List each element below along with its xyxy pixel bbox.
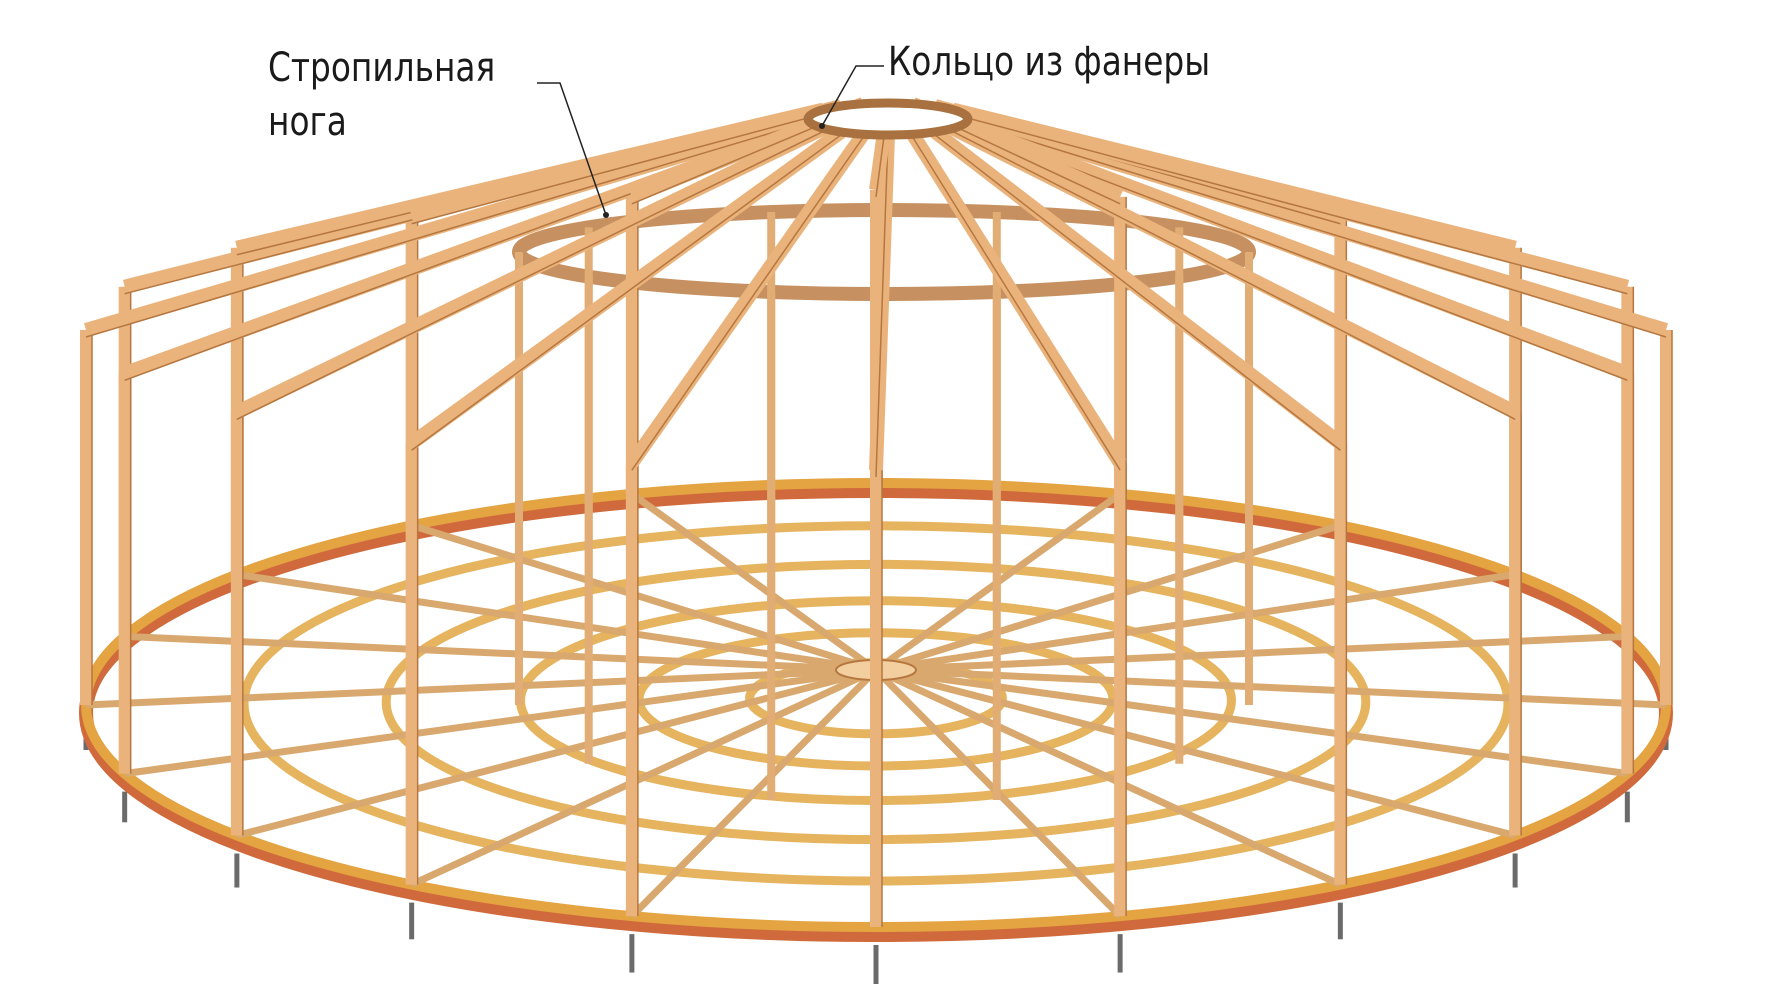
rafter-edge (411, 108, 842, 225)
floor-joist (124, 666, 877, 778)
floor-joist (875, 571, 1516, 674)
rafter-edge (952, 130, 1516, 420)
rafter (409, 99, 843, 224)
rafter (961, 117, 1630, 380)
rafter-edge (967, 121, 1667, 338)
floor-joist (124, 632, 877, 674)
floor-joist (629, 491, 879, 673)
floor-joist (875, 666, 1628, 778)
floor-joist (410, 522, 878, 674)
rafter (626, 130, 870, 468)
rafter (949, 122, 1519, 419)
rafter-label-line2: нога (268, 99, 347, 145)
floor-joist (85, 666, 877, 709)
rafter (407, 126, 846, 449)
rafter (906, 130, 1127, 467)
floor-joist (874, 666, 1342, 888)
rafter-edge (934, 134, 1341, 451)
rafter-edge (963, 116, 1628, 295)
floor-joist (874, 522, 1342, 674)
rafter-leader-dot (603, 212, 609, 218)
rafter (233, 122, 827, 419)
rafter-edge (912, 136, 1121, 471)
ring-leader-line (821, 65, 884, 127)
floor-joist (875, 666, 1667, 709)
rafter-edge (631, 136, 864, 471)
floor-joist (629, 667, 879, 919)
rafter-edge (411, 134, 842, 451)
rafter (962, 107, 1630, 294)
floor-joist (410, 666, 878, 888)
rafter (965, 112, 1669, 337)
rafter (84, 112, 810, 337)
ring-leader-dot (819, 123, 825, 129)
rafter-edge (236, 130, 824, 420)
plywood-ring (803, 98, 973, 140)
rafter (930, 126, 1345, 449)
rafter-leader-line (537, 82, 607, 216)
rafter-edge (85, 121, 809, 338)
rafter-label-line1: Стропильная (268, 45, 496, 91)
ring-label: Кольцо из фанеры (888, 39, 1211, 85)
floor-joist (875, 666, 1517, 839)
rafter-edge (875, 137, 889, 478)
